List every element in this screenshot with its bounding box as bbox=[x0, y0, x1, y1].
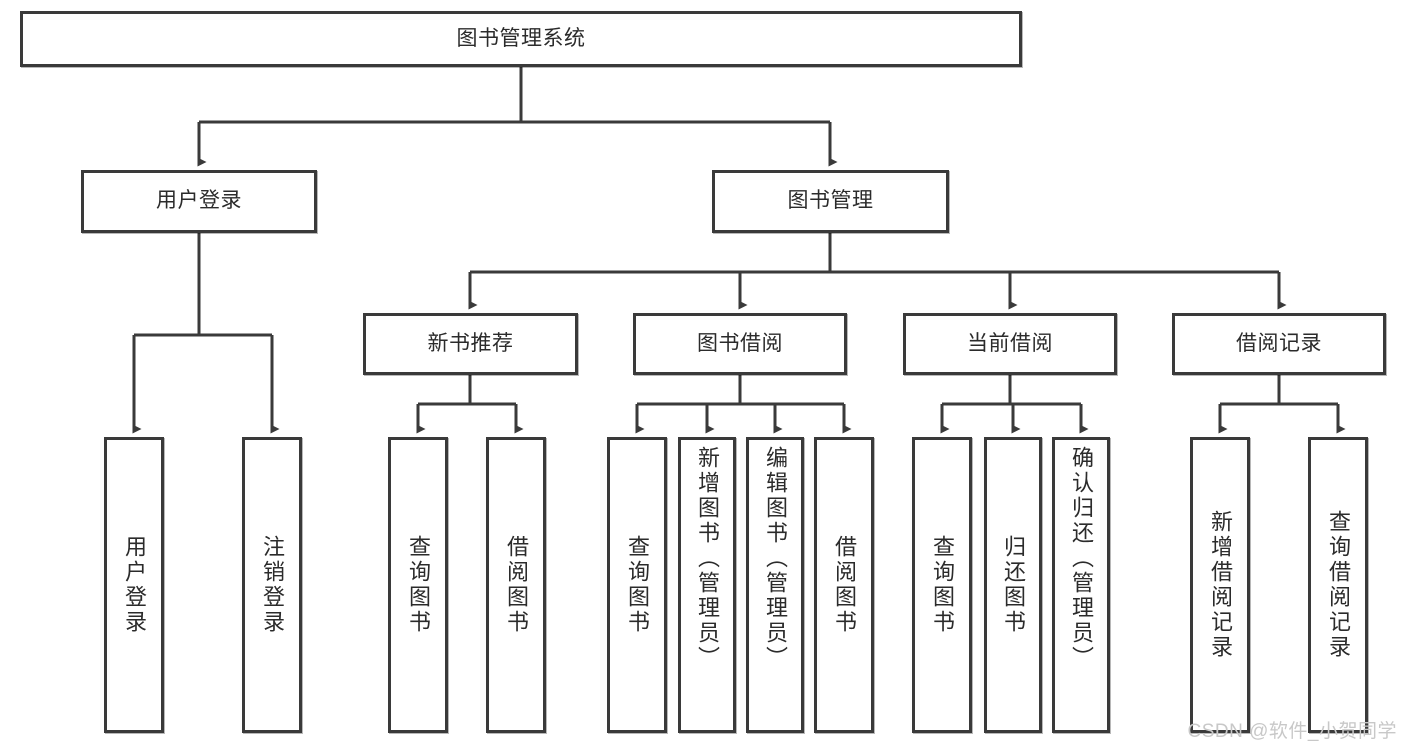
node-borrow-record-label: 借阅记录 bbox=[1236, 331, 1322, 355]
node-borrow-record[interactable]: 借阅记录 bbox=[1172, 313, 1386, 375]
node-new-book-recommend-label: 新书推荐 bbox=[427, 331, 514, 355]
node-leaf-query-book-1[interactable]: 查询图书 bbox=[388, 437, 448, 733]
node-leaf-add-book[interactable]: 新增图书（管理员） bbox=[678, 437, 736, 733]
node-leaf-confirm-return[interactable]: 确认归还（管理员） bbox=[1052, 437, 1110, 733]
node-leaf-return-book-label: 归还图书 bbox=[1001, 535, 1026, 635]
node-leaf-query-book-3-label: 查询图书 bbox=[930, 535, 955, 635]
node-user-login-label: 用户登录 bbox=[156, 189, 242, 213]
node-leaf-borrow-book-2-label: 借阅图书 bbox=[832, 535, 857, 635]
node-leaf-return-book[interactable]: 归还图书 bbox=[984, 437, 1042, 733]
node-new-book-recommend[interactable]: 新书推荐 bbox=[363, 313, 578, 375]
node-book-management[interactable]: 图书管理 bbox=[712, 170, 949, 233]
node-book-borrow-label: 图书借阅 bbox=[697, 331, 783, 355]
node-leaf-borrow-book-1-label: 借阅图书 bbox=[504, 535, 529, 635]
node-leaf-user-login-label: 用户登录 bbox=[122, 535, 147, 635]
node-leaf-add-book-label: 新增图书（管理员） bbox=[695, 446, 720, 671]
node-book-borrow[interactable]: 图书借阅 bbox=[633, 313, 847, 375]
node-current-borrow-label: 当前借阅 bbox=[967, 331, 1053, 355]
node-root[interactable]: 图书管理系统 bbox=[20, 11, 1022, 67]
node-leaf-query-book-1-label: 查询图书 bbox=[406, 535, 431, 635]
node-leaf-edit-book-label: 编辑图书（管理员） bbox=[763, 446, 788, 671]
node-leaf-user-logout-label: 注销登录 bbox=[260, 535, 285, 635]
node-leaf-edit-book[interactable]: 编辑图书（管理员） bbox=[746, 437, 804, 733]
node-leaf-query-book-3[interactable]: 查询图书 bbox=[912, 437, 972, 733]
node-leaf-add-borrow-record-label: 新增借阅记录 bbox=[1208, 510, 1233, 660]
csdn-watermark: CSDN @软件_小贺同学 bbox=[1187, 721, 1397, 742]
node-user-login[interactable]: 用户登录 bbox=[81, 170, 317, 233]
node-leaf-confirm-return-label: 确认归还（管理员） bbox=[1069, 446, 1094, 671]
node-leaf-query-book-2[interactable]: 查询图书 bbox=[607, 437, 667, 733]
node-leaf-user-logout[interactable]: 注销登录 bbox=[242, 437, 302, 733]
node-leaf-user-login[interactable]: 用户登录 bbox=[104, 437, 164, 733]
node-leaf-add-borrow-record[interactable]: 新增借阅记录 bbox=[1190, 437, 1250, 733]
node-current-borrow[interactable]: 当前借阅 bbox=[903, 313, 1117, 375]
node-leaf-borrow-book-1[interactable]: 借阅图书 bbox=[486, 437, 546, 733]
node-leaf-query-book-2-label: 查询图书 bbox=[625, 535, 650, 635]
node-root-label: 图书管理系统 bbox=[456, 26, 586, 50]
node-leaf-borrow-book-2[interactable]: 借阅图书 bbox=[814, 437, 874, 733]
node-leaf-query-borrow-record-label: 查询借阅记录 bbox=[1326, 510, 1351, 660]
node-book-management-label: 图书管理 bbox=[787, 189, 874, 213]
node-leaf-query-borrow-record[interactable]: 查询借阅记录 bbox=[1308, 437, 1368, 733]
